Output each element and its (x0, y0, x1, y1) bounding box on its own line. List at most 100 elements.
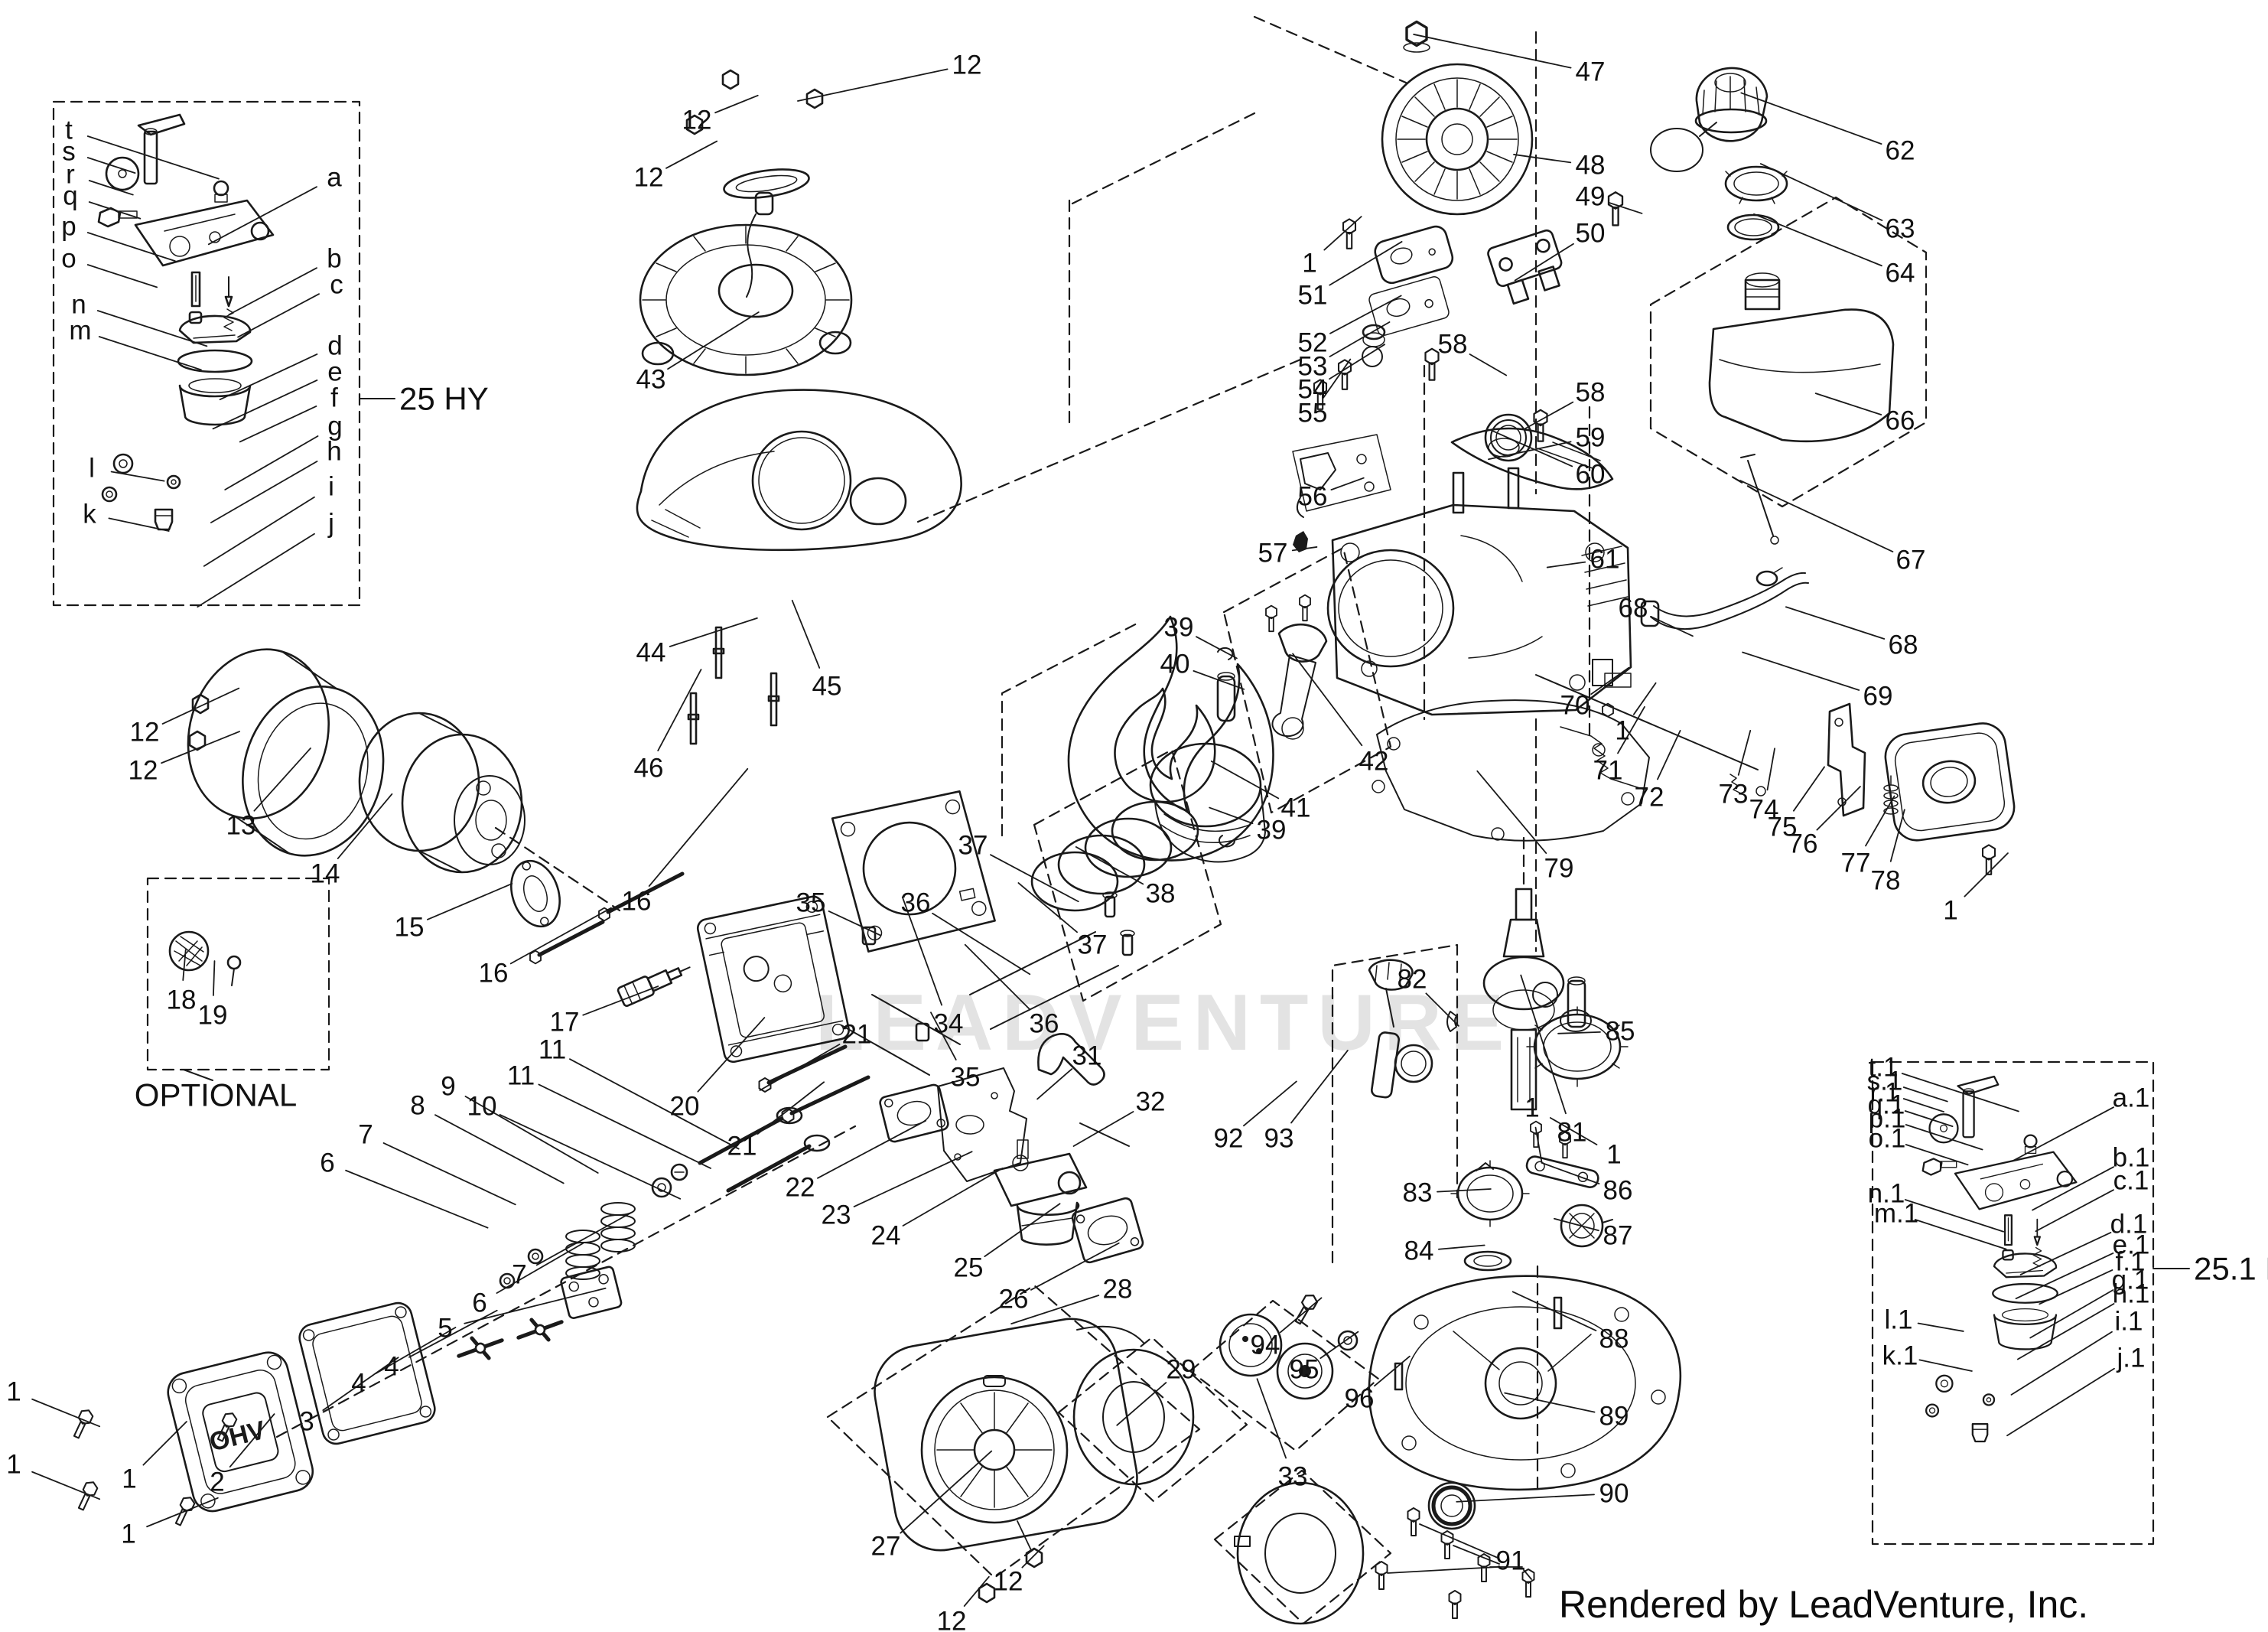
callout-label-49: 49 (1576, 182, 1606, 212)
leader-line (1374, 1355, 1411, 1387)
callout-label-57: 57 (1258, 539, 1288, 568)
leader-line (2039, 1269, 2113, 1305)
leader-line (1546, 561, 1586, 568)
leader-line (1964, 852, 2009, 897)
callout-label-52: 52 (1298, 328, 1328, 358)
leader-line (1290, 1050, 1349, 1124)
muffler-shield (187, 648, 385, 857)
leader-line (237, 293, 320, 338)
leader-line (1075, 846, 1144, 885)
leader-line (2015, 1253, 2114, 1300)
leader-line (1511, 1291, 1597, 1331)
callout-label-12: 12 (130, 718, 160, 748)
leader-line (86, 264, 158, 288)
callout-label-47: 47 (1576, 57, 1606, 87)
crank-key (1446, 1011, 1457, 1032)
leader-line (322, 1357, 399, 1411)
leader-line (669, 617, 758, 647)
leader-line (1291, 546, 1318, 552)
leader-line (219, 353, 318, 401)
leader-line (1323, 358, 1352, 398)
flywheel-fan (1381, 63, 1534, 216)
leader-line (1017, 882, 1078, 933)
callout-label-14: 14 (311, 859, 340, 889)
leader-line (538, 1083, 711, 1169)
leader-line (2035, 1189, 2114, 1233)
callout-label-1: 1 (1606, 1140, 1621, 1170)
leader-line (963, 1575, 990, 1607)
inset-box-25-1km (1871, 1060, 2155, 1546)
callout-label-t.1: t.1 (1869, 1053, 1899, 1083)
callout-label-g.1: g.1 (2112, 1266, 2149, 1295)
leader-line (1469, 353, 1508, 376)
leader-line (161, 687, 240, 725)
leader-line (86, 232, 176, 262)
callout-label-18: 18 (167, 985, 197, 1015)
leader-line (1608, 202, 1643, 214)
callout-label-s: s (62, 137, 76, 167)
leader-line (1766, 748, 1775, 791)
callout-label-64: 64 (1886, 259, 1915, 288)
valve-cover (167, 1351, 314, 1513)
ignition-coil (1487, 229, 1563, 305)
callout-label-1: 1 (1524, 1093, 1539, 1123)
callout-label-p.1: p.1 (1869, 1104, 1906, 1134)
fuel-tank (1708, 272, 1895, 443)
callout-label-m.1: m.1 (1874, 1199, 1918, 1229)
leader-line (1329, 241, 1403, 286)
callout-label-24: 24 (871, 1221, 901, 1251)
leader-line (1520, 974, 1567, 1115)
dowel-pins (861, 926, 930, 1042)
callout-label-h.1: h.1 (2113, 1279, 2150, 1309)
leader-line (1491, 429, 1573, 467)
leader-line (1905, 1144, 1969, 1166)
leader-line (182, 949, 187, 981)
carburetor-assembly-drawing-25hy (97, 113, 275, 531)
leader-line (1010, 1295, 1100, 1325)
leader-line (1902, 1098, 1944, 1112)
muffler-bolts (529, 871, 685, 965)
callout-label-b.1: b.1 (2113, 1143, 2150, 1173)
callout-label-26: 26 (999, 1285, 1029, 1314)
callout-label-1: 1 (121, 1520, 135, 1549)
exhaust-gasket (510, 859, 561, 928)
crankshaft (1482, 888, 1565, 1111)
fuel-shutoff-rod (1740, 454, 1779, 545)
push-rods (969, 931, 1119, 1030)
callout-labels: tsrqponmlkabcdefghij12121243444546474849… (6, 50, 2149, 1632)
starter-cups (1219, 1313, 1334, 1400)
leader-line (1650, 616, 1694, 637)
leader-line (1072, 1111, 1134, 1147)
watermark-text: LEADVENTURE (815, 979, 1513, 1067)
leader-line (1657, 730, 1681, 780)
leader-line (1437, 1188, 1492, 1193)
sump-stud (1553, 1296, 1563, 1330)
leader-line (382, 1142, 516, 1206)
leader-line (86, 157, 136, 174)
leader-line (853, 1151, 973, 1207)
part-marking-ohv: OHV (207, 1415, 268, 1458)
callout-label-88: 88 (1599, 1324, 1629, 1354)
leader-line (1901, 1073, 2019, 1112)
callout-label-n.1: n.1 (1868, 1179, 1905, 1209)
leader-line (1116, 1382, 1167, 1426)
governor-plate (1525, 1155, 1599, 1188)
callout-label-34: 34 (934, 1009, 964, 1039)
valve-keepers (499, 1248, 544, 1289)
callout-label-16: 16 (479, 959, 509, 989)
leader-line (535, 1212, 632, 1266)
leader-line (108, 517, 170, 532)
leader-line (31, 1471, 101, 1500)
leader-line (499, 1114, 682, 1200)
callout-label-72: 72 (1635, 783, 1664, 813)
spark-plug (617, 966, 691, 1008)
callout-label-83: 83 (1403, 1178, 1433, 1208)
control-plates (1314, 219, 1454, 409)
callout-label-67: 67 (1896, 546, 1926, 575)
callout-label-d: d (327, 331, 342, 361)
leader-line (817, 1119, 927, 1179)
leader-line (900, 1450, 993, 1534)
callout-label-84: 84 (1404, 1236, 1434, 1266)
oil-seal (1427, 1481, 1476, 1530)
rewind-ring (1234, 1481, 1365, 1625)
